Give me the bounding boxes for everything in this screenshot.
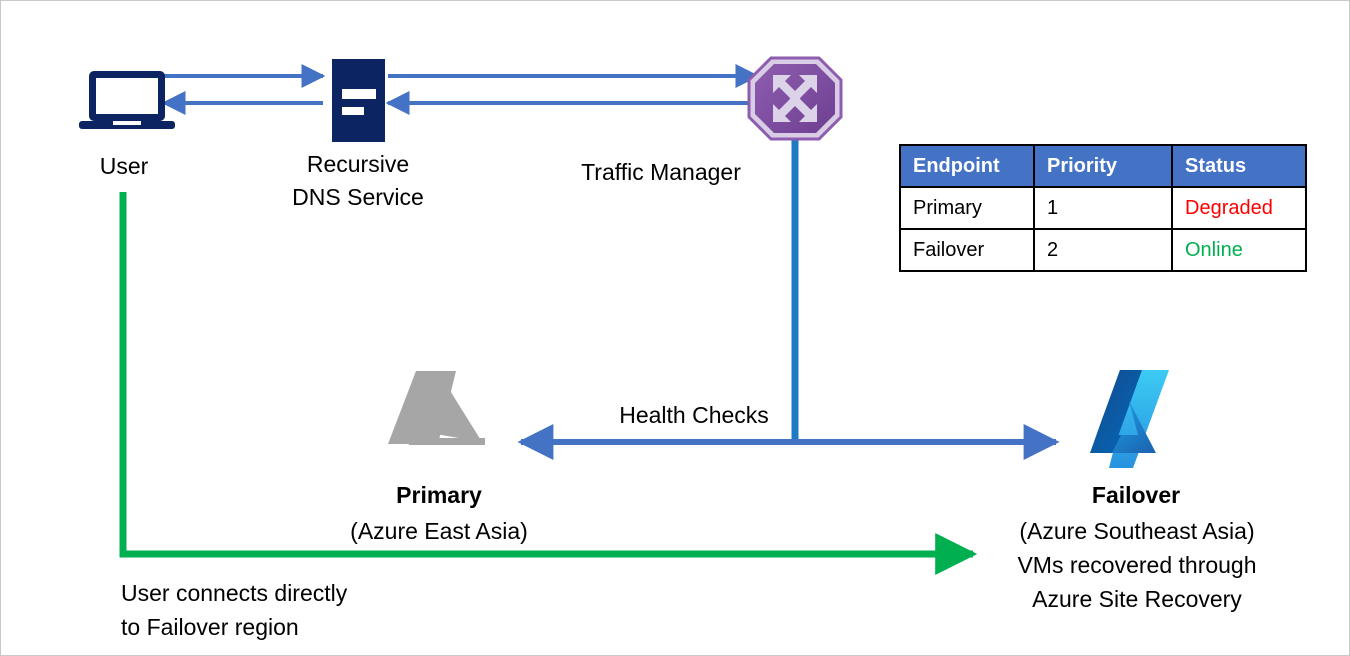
failover-note-line1: VMs recovered through xyxy=(1017,552,1257,578)
server-icon xyxy=(332,59,385,142)
connector-user-direct-to-failover xyxy=(119,192,978,575)
failover-note-line2: Azure Site Recovery xyxy=(1032,586,1242,612)
laptop-icon xyxy=(79,71,175,129)
primary-label: Primary xyxy=(396,482,482,508)
dns-label-line1: Recursive xyxy=(306,151,410,177)
dns-label-line2: DNS Service xyxy=(292,184,424,210)
traffic-manager-icon xyxy=(747,56,843,141)
user-path-note-line1: User connects directly xyxy=(121,580,348,606)
azure-logo-grey-icon xyxy=(388,371,485,445)
column-header-endpoint: Endpoint xyxy=(899,144,1035,188)
column-header-status: Status xyxy=(1171,144,1307,188)
user-path-note-line2: to Failover region xyxy=(121,614,299,640)
cell-priority: 2 xyxy=(1033,228,1173,272)
primary-region-label: (Azure East Asia) xyxy=(350,518,528,544)
cell-endpoint: Failover xyxy=(899,228,1035,272)
endpoint-status-table: Endpoint Priority Status Primary 1 Degra… xyxy=(899,144,1307,272)
cell-endpoint: Primary xyxy=(899,186,1035,230)
user-label: User xyxy=(99,153,149,179)
status-badge: Degraded xyxy=(1171,186,1307,230)
column-header-priority: Priority xyxy=(1033,144,1173,188)
table-header-row: Endpoint Priority Status xyxy=(899,144,1307,188)
failover-label: Failover xyxy=(1091,482,1181,508)
status-badge: Online xyxy=(1171,228,1307,272)
cell-priority: 1 xyxy=(1033,186,1173,230)
table-row: Failover 2 Online xyxy=(899,228,1307,272)
traffic-manager-label: Traffic Manager xyxy=(581,159,741,185)
table-row: Primary 1 Degraded xyxy=(899,186,1307,230)
health-checks-label: Health Checks xyxy=(619,402,769,428)
azure-logo-blue-icon xyxy=(1090,370,1169,468)
failover-region-label: (Azure Southeast Asia) xyxy=(1019,518,1255,544)
